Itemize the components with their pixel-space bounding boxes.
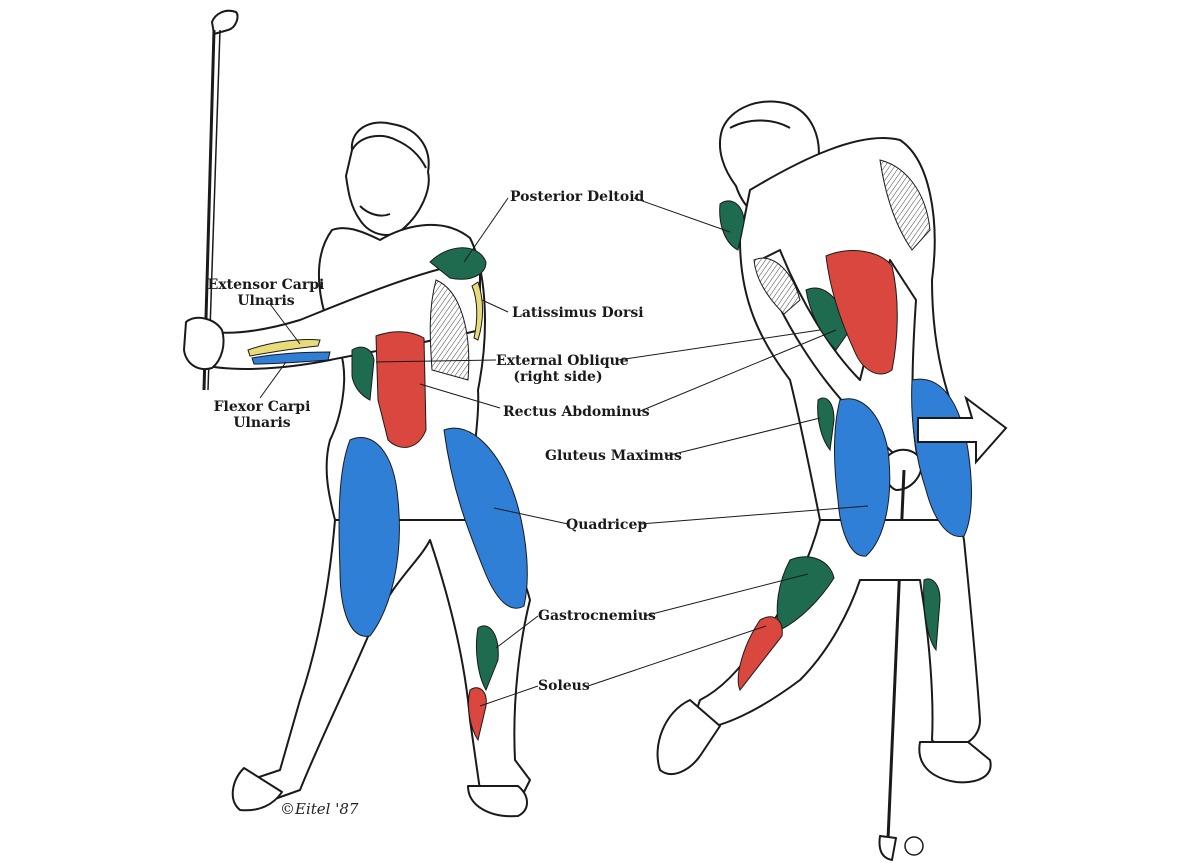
left-posterior-deltoid (429, 247, 487, 280)
label-posterior-deltoid: Posterior Deltoid (510, 189, 645, 205)
left-extensor-carpi-ulnaris (247, 339, 321, 357)
label-extensor-carpi-ulnaris-line2: Ulnaris (237, 293, 295, 309)
left-back-hatch (429, 279, 470, 381)
left-front-shoe (467, 785, 528, 818)
right-posterior-deltoid (719, 200, 745, 251)
right-rectus-abdominus (825, 250, 898, 375)
left-muscles (247, 247, 528, 742)
right-quadricep-rear (834, 398, 891, 557)
label-gluteus-maximus: Gluteus Maximus (545, 448, 682, 464)
golf-ball (904, 836, 924, 856)
right-calf-green (923, 578, 941, 652)
right-rear-shoe (656, 699, 721, 775)
label-rectus-abdominus: Rectus Abdominus (503, 404, 650, 420)
label-quadricep: Quadricep (566, 517, 648, 533)
left-rear-shoe (231, 767, 283, 812)
label-flexor-carpi-ulnaris-line1: Flexor Carpi (213, 399, 311, 415)
label-soleus: Soleus (538, 678, 590, 694)
right-muscles (719, 159, 972, 691)
right-external-oblique (805, 287, 851, 351)
label-flexor-carpi-ulnaris-line2: Ulnaris (233, 415, 291, 431)
artist-signature: ©Eitel '87 (280, 800, 359, 818)
right-gastrocnemius (776, 556, 835, 631)
left-soleus (467, 687, 487, 742)
leader-lines (259, 197, 869, 707)
right-arm-hatch (753, 257, 801, 315)
label-external-oblique-line2: (right side) (513, 369, 603, 385)
left-external-oblique (351, 346, 375, 401)
right-arms-outline (759, 249, 919, 469)
left-flexor-carpi-ulnaris (251, 351, 331, 365)
right-soleus (737, 616, 783, 691)
label-external-oblique-line1: External Oblique (496, 353, 629, 369)
label-gastrocnemius: Gastrocnemius (538, 608, 656, 624)
right-front-shoe (918, 741, 992, 784)
swing-direction-arrow (917, 395, 1008, 465)
left-quadricep-front (443, 427, 528, 609)
left-head (345, 121, 430, 236)
label-latissimus-dorsi: Latissimus Dorsi (512, 305, 644, 321)
left-gastrocnemius (475, 625, 499, 692)
left-quadricep-rear (338, 437, 400, 637)
right-back-hatch (879, 159, 931, 251)
left-legs-outline (249, 519, 531, 801)
left-rectus-abdominus (375, 331, 427, 448)
label-extensor-carpi-ulnaris-line1: Extensor Carpi (207, 277, 325, 293)
left-latissimus-dorsi (471, 281, 483, 341)
left-hands (183, 316, 225, 370)
